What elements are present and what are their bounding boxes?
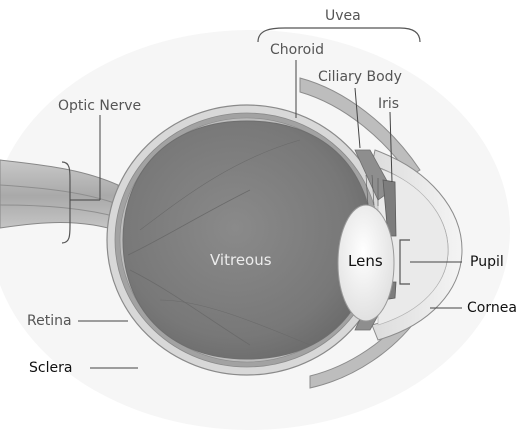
label-retina: Retina [27,313,72,329]
label-lens: Lens [348,252,383,270]
label-uvea: Uvea [325,8,361,24]
label-pupil: Pupil [470,254,504,270]
label-iris: Iris [378,96,399,112]
label-optic-nerve: Optic Nerve [58,98,141,114]
label-sclera: Sclera [29,360,72,376]
label-cornea: Cornea [467,300,517,316]
label-vitreous: Vitreous [210,251,272,269]
label-ciliary-body: Ciliary Body [318,69,402,85]
vitreous-shape [123,121,372,359]
label-choroid: Choroid [270,42,324,58]
